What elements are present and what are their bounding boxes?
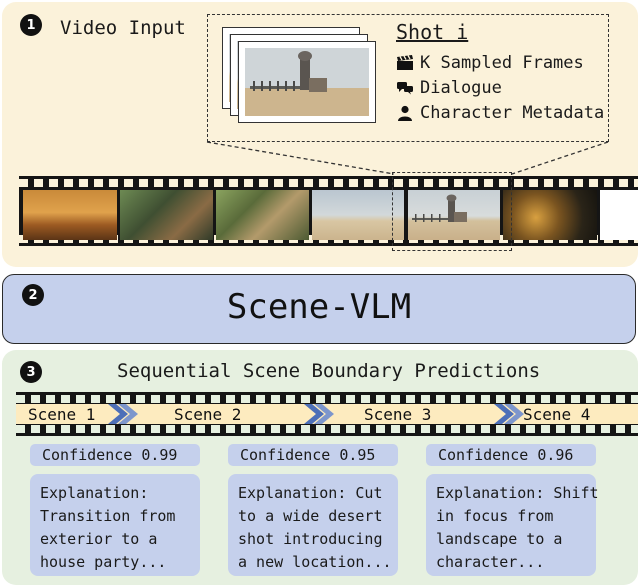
zoom-connector-lines (206, 141, 609, 175)
explanation-line: character... (436, 553, 545, 571)
step-2-badge: 2 (22, 284, 44, 306)
clapperboard-icon (397, 55, 413, 70)
explanation-box-3: Explanation: Shift in focus from landsca… (426, 474, 599, 576)
shot-item-frames: K Sampled Frames (396, 53, 584, 73)
explanation-line: Explanation: Cut (238, 484, 383, 502)
film-frame-7-empty (600, 190, 638, 240)
explanation-line: exterior to a (40, 530, 158, 548)
film-frame-4 (312, 190, 404, 240)
predictions-panel: 3 Sequential Scene Boundary Predictions … (2, 350, 638, 585)
explanation-box-2: Explanation: Cut to a wide desert shot i… (228, 474, 398, 576)
shot-item-dialogue: Dialogue (396, 78, 502, 98)
explanation-line: landscape to a (436, 530, 563, 548)
scene-vlm-panel: 2 Scene-VLM (2, 274, 636, 344)
explanation-line: Explanation: Shift (436, 484, 599, 502)
film-frame-2 (120, 190, 213, 240)
film-frame-1 (23, 190, 117, 240)
scene-label-3: Scene 3 (364, 405, 432, 424)
explanation-line: shot introducing (238, 530, 383, 548)
film-strip (19, 176, 638, 246)
sampled-frame-front (238, 41, 376, 123)
confidence-box-1: Confidence 0.99 (30, 444, 200, 466)
scene-boundary-arrows (108, 404, 524, 424)
film-frame-3 (216, 190, 309, 240)
step-3-badge: 3 (20, 361, 42, 383)
explanation-line: a new location... (238, 553, 392, 571)
selected-shot-highlight (392, 172, 512, 251)
confidence-box-3: Confidence 0.96 (426, 444, 596, 466)
explanation-line: to a wide desert (238, 507, 383, 525)
scene-label-4: Scene 4 (523, 405, 591, 424)
predictions-title: Sequential Scene Boundary Predictions (117, 360, 541, 382)
film-frame-5-selected (408, 190, 500, 240)
speech-bubbles-icon (397, 82, 413, 95)
explanation-line: house party... (40, 553, 167, 571)
shot-item-label: Character Metadata (420, 103, 605, 123)
scene-label-2: Scene 2 (174, 405, 242, 424)
shot-detail-box: Shot i K Sampled Frames Dialogue (207, 14, 609, 142)
step-1-badge: 1 (20, 14, 42, 36)
scene-label-1: Scene 1 (28, 405, 96, 424)
video-input-title: Video Input (60, 17, 186, 39)
explanation-line: in focus from (436, 507, 554, 525)
scene-strip: Scene 1 Scene 2 Scene 3 Scene 4 (16, 392, 638, 436)
video-input-panel: 1 Video Input (2, 2, 638, 267)
explanation-box-1: Explanation: Transition from exterior to… (30, 474, 200, 576)
shot-item-character: Character Metadata (396, 103, 604, 123)
confidence-box-2: Confidence 0.95 (228, 444, 398, 466)
explanation-line: Explanation: (40, 484, 149, 502)
scene-vlm-title: Scene-VLM (226, 287, 412, 327)
shot-item-label: K Sampled Frames (420, 53, 584, 73)
explanation-line: Transition from (40, 507, 176, 525)
film-frame-6 (503, 190, 597, 240)
person-icon (398, 105, 412, 121)
desert-figure-image (245, 48, 369, 116)
shot-item-label: Dialogue (420, 78, 502, 98)
shot-title: Shot i (396, 20, 469, 44)
